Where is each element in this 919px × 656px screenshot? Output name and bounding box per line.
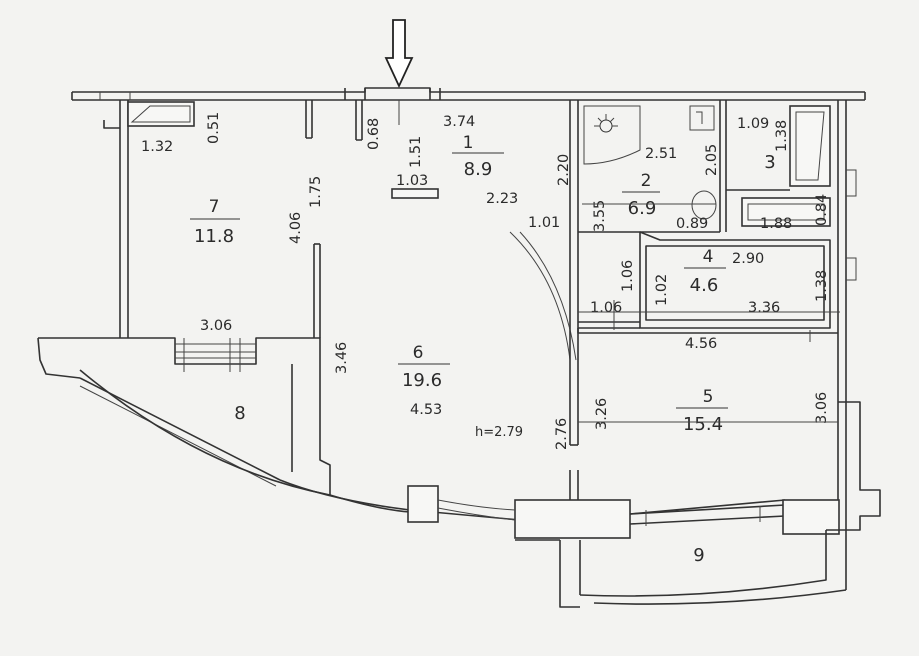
svg-text:8: 8: [234, 403, 245, 424]
dimension: 4.53: [410, 402, 442, 418]
dimension-lines: [183, 203, 840, 423]
dimension: 2.76: [554, 418, 570, 450]
dimension: 0.68: [366, 118, 382, 150]
room-label-8: 8: [234, 403, 245, 424]
dimension: 1.75: [308, 176, 324, 208]
dimension: 2.51: [645, 146, 677, 162]
dimension: 1.06: [620, 260, 636, 292]
dimension: 2.20: [556, 154, 572, 186]
svg-text:11.8: 11.8: [194, 226, 234, 247]
dimension: 1.38: [814, 270, 830, 302]
dimension: 1.51: [408, 136, 424, 168]
svg-text:8.9: 8.9: [464, 159, 493, 180]
dimension: 0.51: [206, 112, 222, 144]
svg-text:6: 6: [413, 343, 424, 363]
dimension: 1.09: [737, 116, 769, 132]
room-label-1: 1 8.9: [452, 133, 504, 180]
wall-room-7: [103, 100, 321, 338]
dimension: 1.06: [590, 300, 622, 316]
svg-text:1: 1: [463, 133, 474, 153]
entrance-arrow-icon: [384, 19, 414, 89]
ceiling-height: h=2.79: [475, 425, 523, 440]
room-label-6: 6 19.6: [398, 343, 450, 391]
room-label-5: 5 15.4: [676, 387, 728, 435]
dimension: 1.02: [654, 274, 670, 306]
dimension: 4.56: [685, 336, 717, 352]
dimension: 1.32: [141, 139, 173, 155]
curved-door: [509, 231, 579, 505]
svg-text:7: 7: [209, 197, 220, 217]
svg-text:19.6: 19.6: [402, 370, 442, 391]
exterior-wall-top: [71, 87, 866, 101]
svg-text:5: 5: [703, 387, 714, 407]
room-label-7: 7 11.8: [190, 197, 240, 247]
svg-text:4.6: 4.6: [690, 275, 719, 296]
svg-text:9: 9: [693, 545, 704, 566]
wet-block-walls: [569, 100, 857, 530]
svg-text:2: 2: [641, 171, 652, 191]
shower-head-icon: [594, 114, 618, 133]
dimension: 2.05: [704, 144, 720, 176]
dimension-labels: 3.74 1.51 0.68 1.03 1.32 0.51 1.75 4.06 …: [141, 112, 830, 450]
svg-text:15.4: 15.4: [683, 414, 723, 435]
dimension: 3.74: [443, 114, 475, 130]
room-label-3: 3: [764, 152, 775, 173]
dimension: 2.23: [486, 191, 518, 207]
room-label-2: 2 6.9: [622, 171, 660, 219]
loggia-8: [37, 337, 331, 496]
dimension: 3.55: [592, 200, 608, 232]
dimension: 1.38: [774, 120, 790, 152]
dimension: 1.03: [396, 173, 428, 189]
svg-text:3: 3: [764, 152, 775, 173]
dimension: 1.01: [528, 215, 560, 231]
facade-bottom: [279, 401, 881, 608]
dimension: 1.88: [760, 216, 792, 232]
svg-text:6.9: 6.9: [628, 198, 657, 219]
room-label-9: 9: [693, 545, 704, 566]
room-label-4: 4 4.6: [684, 247, 726, 296]
dimension: 0.89: [676, 216, 708, 232]
dimension: 3.26: [594, 398, 610, 430]
dimension: 3.06: [814, 392, 830, 424]
dimension: 3.46: [334, 342, 350, 374]
dimension: 2.90: [732, 251, 764, 267]
dimension: 0.84: [814, 194, 830, 226]
svg-text:4: 4: [703, 247, 714, 267]
hall-details: [355, 100, 439, 199]
dimension: 3.06: [200, 318, 232, 334]
dimension: 3.36: [748, 300, 780, 316]
dimension: 4.06: [288, 212, 304, 244]
